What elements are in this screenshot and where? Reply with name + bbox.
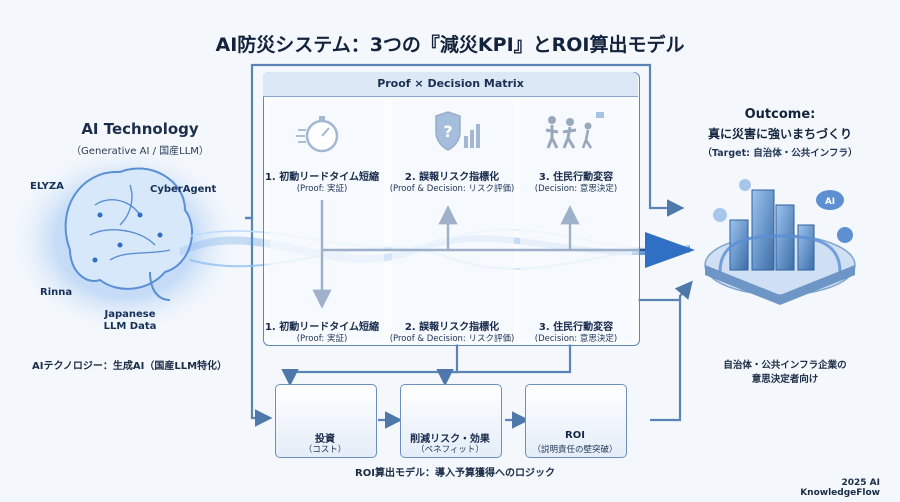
kpi-1-title-bottom: 1. 初動リードタイム短縮 <box>264 322 380 333</box>
decision-matrix <box>263 72 640 346</box>
brain-label-cyberagent: CyberAgent <box>150 184 217 195</box>
brain-illustration <box>10 145 240 335</box>
footer-credit: 2025 AI KnowledgeFlow <box>800 478 880 498</box>
kpi-3-sub: (Decision: 意思決定) <box>534 184 618 194</box>
roi-caption: ROI算出モデル：導入予算獲得へのロジック <box>355 468 555 479</box>
outcome-subtitle: 真に災害に強いまちづくり <box>707 127 852 141</box>
kpi-3-title: 3. 住民行動変容 <box>538 172 614 183</box>
roi-investment-sub: （コスト） <box>303 445 347 455</box>
page-title: AI防災システム：3つの『減災KPI』とROI算出モデル <box>215 34 685 56</box>
kpi-2-title: 2. 誤報リスク指標化 <box>404 172 500 183</box>
outcome-note: 自治体・公共インフラ企業の 意思決定者向け <box>700 359 870 387</box>
roi-roi-sub: （説明責任の壁突破） <box>532 445 618 455</box>
building-ai-badge: AI <box>825 197 835 207</box>
roi-box-investment <box>275 384 377 458</box>
outcome-target: （Target: 自治体・公共インフラ） <box>702 148 858 159</box>
roi-benefit-sub: （ベネフィット） <box>416 445 484 455</box>
kpi-2-sub: (Proof & Decision: リスク評価) <box>389 184 515 194</box>
roi-roi-label: ROI <box>565 430 585 441</box>
roi-benefit-label: 削減リスク・効果 <box>410 434 490 445</box>
kpi-3-title-bottom: 3. 住民行動変容 <box>538 322 614 333</box>
brain-label-japanese-2: LLM Data <box>103 321 157 332</box>
brain-label-elyza: ELYZA <box>30 181 64 192</box>
matrix-header: Proof × Decision Matrix <box>263 72 638 97</box>
kpi-2-sub-bottom: (Proof & Decision: リスク評価) <box>389 334 515 344</box>
roi-investment-label: 投資 <box>315 434 335 445</box>
outcome-note-line-2: 意思決定者向け <box>751 373 819 385</box>
kpi-3-sub-bottom: (Decision: 意思決定) <box>534 334 618 344</box>
brain-label-japanese-1: Japanese <box>104 309 156 320</box>
smart-city-illustration <box>704 179 856 305</box>
kpi-1-title: 1. 初動リードタイム短縮 <box>264 172 380 183</box>
kpi-1-sub-bottom: (Proof: 実証) <box>296 334 348 344</box>
kpi-2-title-bottom: 2. 誤報リスク指標化 <box>404 322 500 333</box>
roi-box-benefit <box>400 384 502 458</box>
ai-technology-subtitle: （Generative AI / 国産LLM） <box>71 146 209 157</box>
outcome-title: Outcome: <box>744 107 816 122</box>
kpi-1-sub: (Proof: 実証) <box>296 184 348 194</box>
roi-box-roi <box>525 384 627 458</box>
top-connector-lines <box>245 63 693 427</box>
brain-label-rinna: Rinna <box>40 287 73 298</box>
ai-technology-title: AI Technology <box>81 120 199 138</box>
outcome-note-line-1: 自治体・公共インフラ企業の <box>723 360 847 371</box>
ai-caption: AIテクノロジー：生成AI（国産LLM特化） <box>32 361 228 372</box>
